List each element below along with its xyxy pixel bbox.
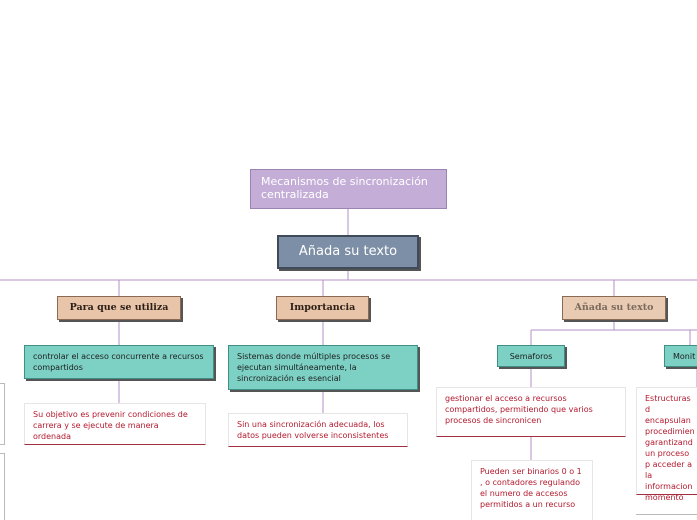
detail-label: Sin una sincronización adecuada, los dat… bbox=[237, 420, 389, 440]
topic-label: controlar el acceso concurrente a recurs… bbox=[33, 352, 204, 372]
detail-semaforos-binarios[interactable]: Pueden ser binarios 0 o 1 , o contadores… bbox=[471, 460, 593, 520]
category-label: Añada su texto bbox=[574, 302, 654, 313]
topic-label: Sistemas donde múltiples procesos se eje… bbox=[237, 352, 391, 383]
category-para-que-se-utiliza[interactable]: Para que se utiliza bbox=[57, 296, 181, 320]
detail-label: Pueden ser binarios 0 o 1 , o contadores… bbox=[480, 467, 582, 509]
detail-objetivo[interactable]: Su objetivo es prevenir condiciones de c… bbox=[24, 403, 206, 445]
detail-semaforos[interactable]: gestionar el acceso a recursos compartid… bbox=[436, 387, 626, 437]
detail-label: Estructuras d encapsulan procedimien gar… bbox=[645, 394, 695, 502]
detail-label: Su objetivo es prevenir condiciones de c… bbox=[33, 410, 188, 441]
category-label: Importancia bbox=[289, 302, 356, 313]
central-topic-label: Añada su texto bbox=[298, 244, 398, 259]
category-importancia[interactable]: Importancia bbox=[276, 296, 369, 320]
category-anada-su-texto[interactable]: Añada su texto bbox=[562, 296, 666, 320]
detail-monitores[interactable]: Estructuras d encapsulan procedimien gar… bbox=[636, 387, 697, 502]
topic-semaforos[interactable]: Semaforos bbox=[497, 345, 565, 367]
detail-sin-sincronizacion[interactable]: Sin una sincronización adecuada, los dat… bbox=[228, 413, 408, 447]
offscreen-node-left bbox=[0, 383, 5, 445]
topic-sistemas-multiples-procesos[interactable]: Sistemas donde múltiples procesos se eje… bbox=[228, 345, 418, 390]
root-topic-label: Mecanismos de sincronización centralizad… bbox=[261, 175, 428, 201]
topic-monitores[interactable]: Monit bbox=[664, 345, 697, 367]
topic-label: Semaforos bbox=[509, 352, 553, 361]
root-topic[interactable]: Mecanismos de sincronización centralizad… bbox=[250, 169, 447, 209]
offscreen-node bbox=[636, 514, 697, 520]
detail-label: gestionar el acceso a recursos compartid… bbox=[445, 394, 593, 425]
offscreen-node-left bbox=[0, 453, 5, 520]
category-label: Para que se utiliza bbox=[69, 302, 169, 313]
central-topic[interactable]: Añada su texto bbox=[277, 235, 419, 269]
topic-controlar-acceso[interactable]: controlar el acceso concurrente a recurs… bbox=[24, 345, 214, 379]
topic-label: Monit bbox=[673, 352, 696, 361]
